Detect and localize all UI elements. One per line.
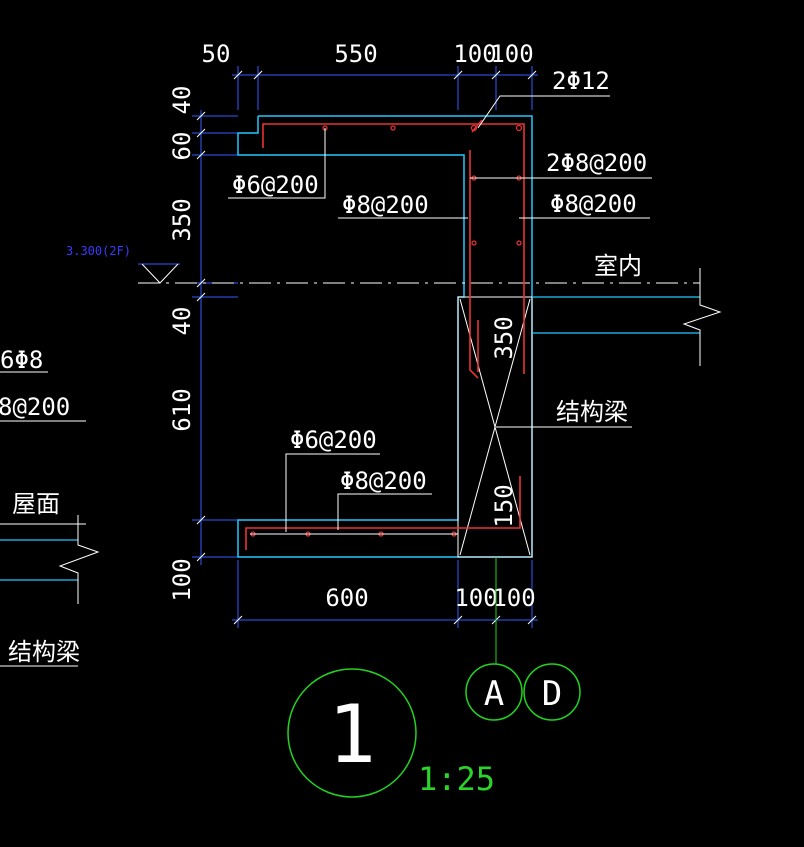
dim-top-1: 50 (202, 40, 231, 68)
label-indoor: 室内 (594, 252, 642, 280)
left-partial-detail: 6Φ8 8@200 屋面 结构梁 (0, 346, 100, 667)
dim-bottom-2: 100 (454, 584, 497, 612)
dim-left-4: 40 (168, 307, 196, 336)
dim-left-6: 100 (168, 558, 196, 601)
grid-bubble-d: D (523, 663, 581, 721)
dim-bottom-1: 600 (325, 584, 368, 612)
left-break-line (58, 515, 100, 604)
left-rebar-label-2: 8@200 (0, 393, 70, 421)
label-leaders (228, 95, 652, 532)
detail-callout: 1 1:25 (287, 668, 495, 798)
dim-left-5: 610 (168, 388, 196, 431)
grid-bubble-a: A (465, 663, 523, 721)
dimension-texts: 50 550 100 100 600 100 100 40 60 350 40 … (168, 40, 536, 612)
left-beam-label: 结构梁 (8, 638, 80, 666)
dim-left-1: 40 (168, 86, 196, 115)
grid-label-d: D (542, 674, 562, 714)
inner-vertical-rebar (469, 150, 479, 379)
label-bottom-main: Φ8@200 (340, 467, 427, 495)
label-wall-vertical: Φ8@200 (550, 190, 637, 218)
grid-label-a: A (484, 674, 504, 714)
label-cantilever-dist: Φ6@200 (232, 171, 319, 199)
dim-top-2: 550 (334, 40, 377, 68)
elevation-mark: 3.300(2F) (66, 244, 180, 284)
bottom-rebar (245, 476, 521, 550)
beam-cross-lines (459, 298, 531, 556)
label-cantilever-main: Φ8@200 (342, 191, 429, 219)
dim-bottom-3: 100 (492, 584, 535, 612)
dim-left-2: 60 (168, 132, 196, 161)
top-rebar (262, 123, 525, 374)
elevation-label: 3.300(2F) (66, 244, 131, 258)
indoor-slab (532, 268, 722, 366)
rebar-group (245, 119, 525, 550)
rebar-labels: 2Φ12 2Φ8@200 Φ8@200 Φ6@200 Φ8@200 Φ6@200… (232, 67, 647, 528)
dimension-ticks (196, 70, 537, 625)
detail-circle (287, 668, 417, 798)
label-bottom-dist: Φ6@200 (290, 426, 377, 454)
dim-top-4: 100 (490, 40, 533, 68)
detail-number: 1 (328, 688, 376, 781)
label-top-long: 2Φ12 (552, 67, 610, 95)
roof-label: 屋面 (12, 490, 60, 518)
dim-top-3: 100 (453, 40, 496, 68)
left-rebar-label-1: 6Φ8 (0, 346, 43, 374)
beam-upper-depth: 350 (490, 316, 518, 359)
label-side-ties: 2Φ8@200 (546, 149, 647, 177)
beam-lower-depth: 150 (490, 484, 518, 527)
dimension-lines (192, 66, 538, 628)
right-break-line (682, 268, 722, 366)
detail-scale: 1:25 (418, 760, 495, 798)
dim-left-3: 350 (168, 198, 196, 241)
label-beam: 结构梁 (556, 398, 628, 426)
